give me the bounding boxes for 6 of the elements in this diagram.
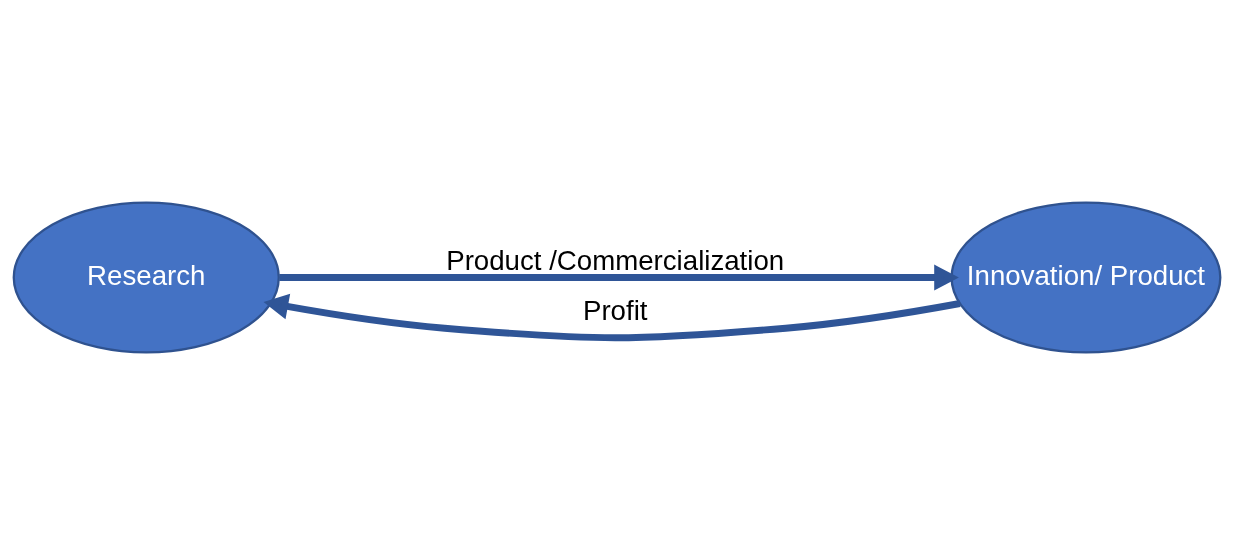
arrow [279, 264, 959, 291]
node-ellipse: Research [12, 201, 280, 354]
edge-label: Profit [582, 295, 648, 327]
node-ellipse: Innovation/ Product [950, 201, 1222, 354]
edge-label: Product /Commercialization [446, 244, 785, 276]
arrow [263, 293, 961, 342]
